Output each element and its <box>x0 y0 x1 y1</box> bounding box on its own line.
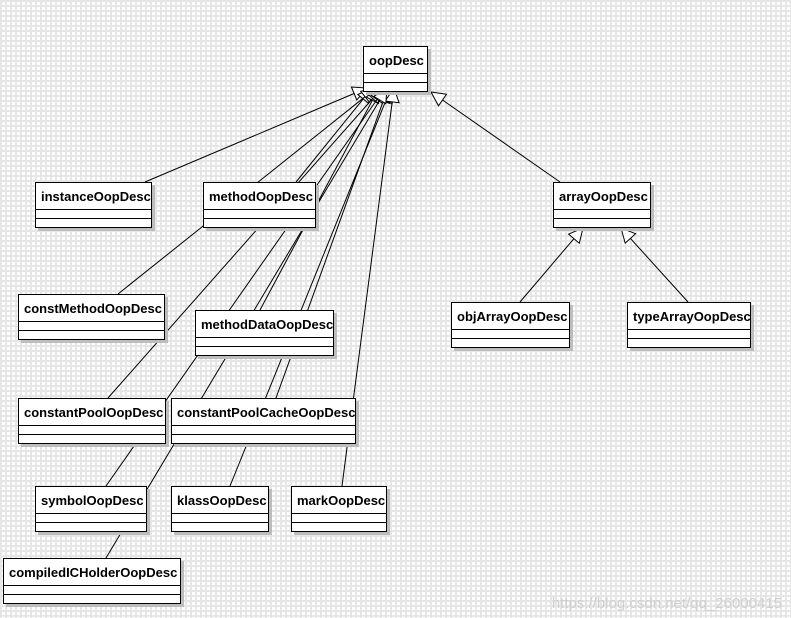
class-name: constantPoolCacheOopDesc <box>172 399 355 426</box>
operations-section <box>36 523 146 531</box>
attributes-section <box>36 210 151 219</box>
class-name: methodOopDesc <box>204 183 315 210</box>
attributes-section <box>196 338 333 347</box>
generalization-line-objArrayOopDesc <box>519 238 575 303</box>
class-name: methodDataOopDesc <box>196 311 333 338</box>
class-name: compiledICHolderOopDesc <box>4 559 180 586</box>
generalization-line-instanceOopDesc <box>144 93 355 183</box>
operations-section <box>196 347 333 355</box>
class-constantPoolCacheOopDesc[interactable]: constantPoolCacheOopDesc <box>171 398 356 444</box>
class-markOopDesc[interactable]: markOopDesc <box>291 486 387 532</box>
operations-section <box>172 523 268 531</box>
generalization-line-constantPoolOopDesc <box>107 98 374 399</box>
class-typeArrayOopDesc[interactable]: typeArrayOopDesc <box>627 302 751 348</box>
operations-section <box>628 339 750 347</box>
class-constantPoolOopDesc[interactable]: constantPoolOopDesc <box>18 398 166 444</box>
attributes-section <box>204 210 315 219</box>
generalization-line-methodDataOopDesc <box>259 100 373 311</box>
generalization-arrowhead-arrayOopDesc <box>430 91 448 107</box>
attributes-section <box>172 426 355 435</box>
class-klassOopDesc[interactable]: klassOopDesc <box>171 486 269 532</box>
generalization-arrowhead-typeArrayOopDesc <box>620 227 637 245</box>
attributes-section <box>4 586 180 595</box>
class-name: arrayOopDesc <box>554 183 650 210</box>
attributes-section <box>452 330 569 339</box>
class-name: oopDesc <box>364 47 427 74</box>
generalization-arrowhead-markOopDesc <box>384 86 400 104</box>
class-arrayOopDesc[interactable]: arrayOopDesc <box>553 182 651 228</box>
class-name: klassOopDesc <box>172 487 268 514</box>
class-name: constantPoolOopDesc <box>19 399 165 426</box>
operations-section <box>19 435 165 443</box>
attributes-section <box>554 210 650 219</box>
class-name: objArrayOopDesc <box>452 303 569 330</box>
attributes-section <box>364 74 427 83</box>
class-constMethodOopDesc[interactable]: constMethodOopDesc <box>18 294 165 340</box>
class-symbolOopDesc[interactable]: symbolOopDesc <box>35 486 147 532</box>
operations-section <box>4 595 180 603</box>
class-name: typeArrayOopDesc <box>628 303 751 330</box>
class-objArrayOopDesc[interactable]: objArrayOopDesc <box>451 302 570 348</box>
attributes-section <box>19 426 165 435</box>
class-methodOopDesc[interactable]: methodOopDesc <box>203 182 316 228</box>
attributes-section <box>19 322 164 331</box>
operations-section <box>292 523 386 531</box>
class-methodDataOopDesc[interactable]: methodDataOopDesc <box>195 310 334 356</box>
operations-section <box>172 435 355 443</box>
class-compiledICHolderOopDesc[interactable]: compiledICHolderOopDesc <box>3 558 181 604</box>
class-oopDesc[interactable]: oopDesc <box>363 46 428 92</box>
generalization-line-typeArrayOopDesc <box>630 238 689 303</box>
watermark: https://blog.csdn.net/qq_26000415 <box>551 595 782 612</box>
attributes-section <box>36 514 146 523</box>
attributes-section <box>292 514 386 523</box>
operations-section <box>364 83 427 91</box>
generalization-line-arrayOopDesc <box>442 99 561 183</box>
attributes-section <box>628 330 750 339</box>
operations-section <box>452 339 569 347</box>
class-name: symbolOopDesc <box>36 487 146 514</box>
operations-section <box>204 219 315 227</box>
operations-section <box>19 331 164 339</box>
operations-section <box>554 219 650 227</box>
generalization-arrowhead-objArrayOopDesc <box>567 227 584 245</box>
attributes-section <box>172 514 268 523</box>
operations-section <box>36 219 151 227</box>
class-name: constMethodOopDesc <box>19 295 164 322</box>
class-name: markOopDesc <box>292 487 386 514</box>
class-instanceOopDesc[interactable]: instanceOopDesc <box>35 182 152 228</box>
class-name: instanceOopDesc <box>36 183 151 210</box>
generalization-line-methodOopDesc <box>295 98 364 183</box>
